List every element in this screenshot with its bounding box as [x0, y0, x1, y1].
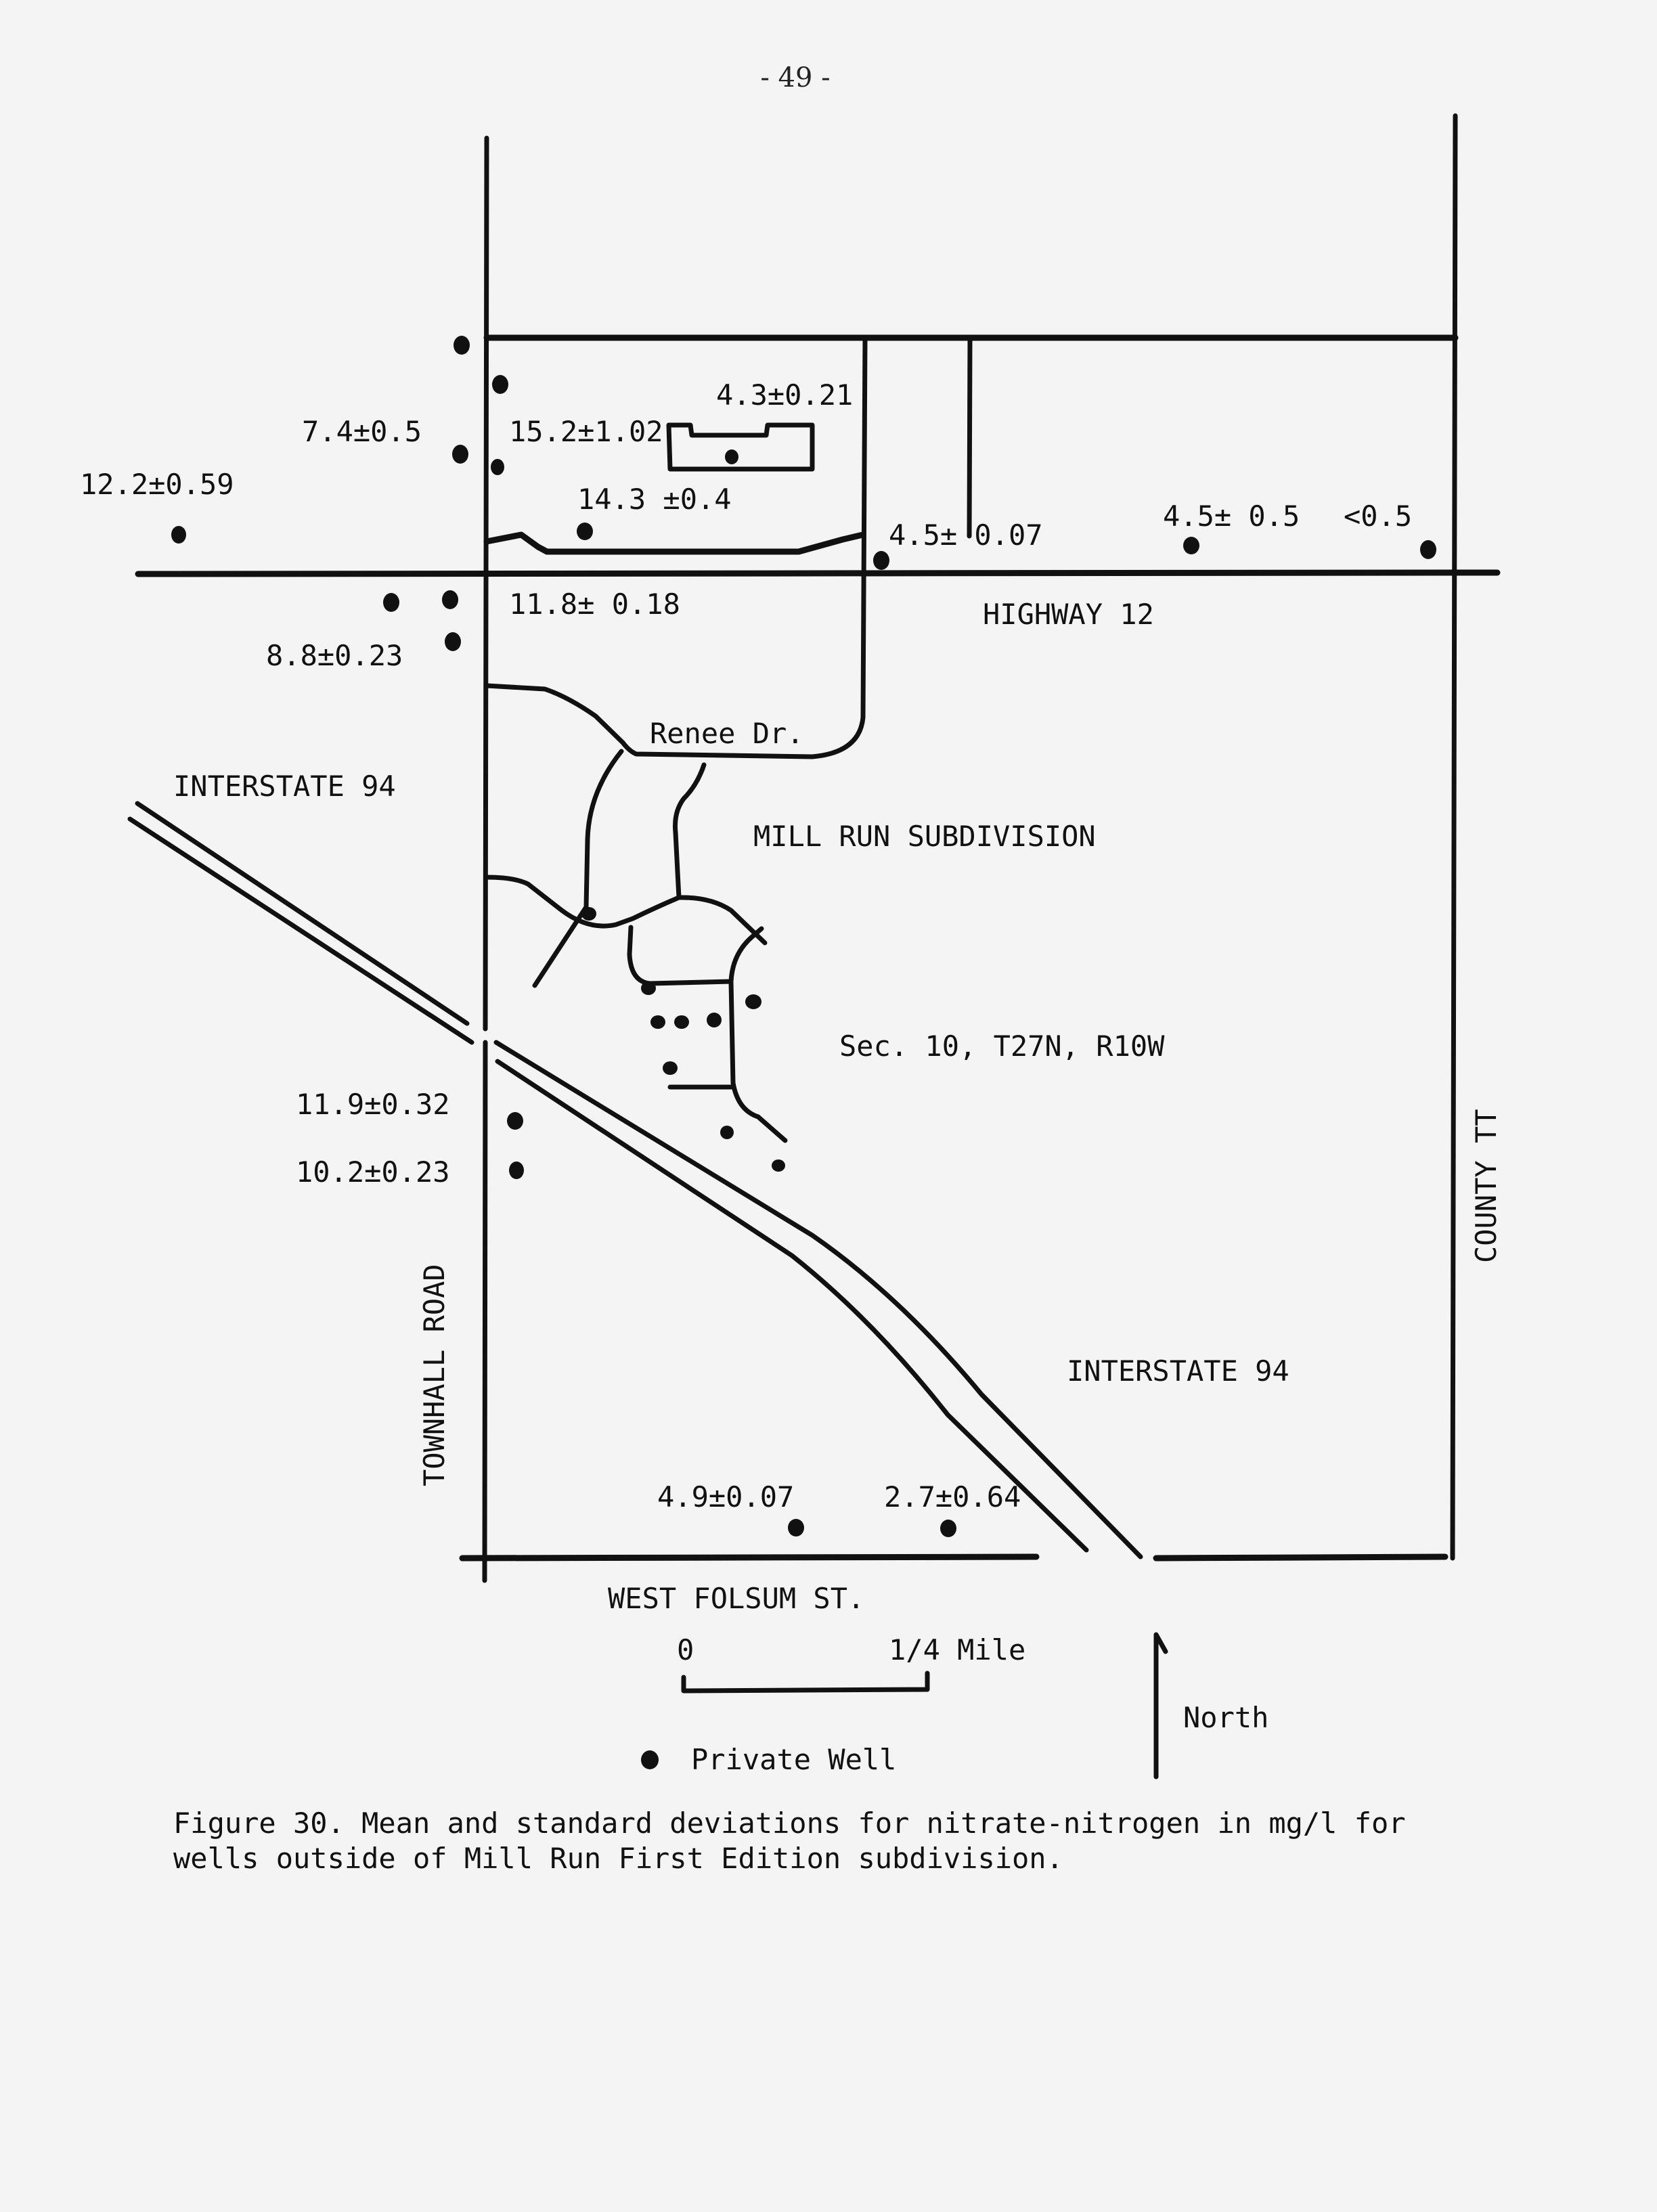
mill-run-east-road — [810, 335, 868, 759]
subdivision-street-4 — [728, 979, 788, 1143]
reading-label: 10.2±0.23 — [296, 1155, 450, 1189]
well-marker[interactable] — [509, 1162, 524, 1179]
west-folsum-line-east — [1153, 1553, 1449, 1562]
county-tt-line — [1450, 113, 1458, 1561]
reading-label: <0.5 — [1344, 500, 1412, 533]
well-marker[interactable] — [720, 1126, 734, 1139]
well-marker[interactable] — [725, 449, 738, 464]
frontage-road — [483, 531, 866, 555]
figure-caption: Figure 30. Mean and standard deviations … — [173, 1806, 1527, 1876]
interstate-94-north-line-east — [493, 1040, 1143, 1560]
page-number: - 49 - — [760, 62, 830, 93]
highway-12-label: HIGHWAY 12 — [983, 598, 1154, 631]
legend: Private Well — [641, 1743, 896, 1776]
caption-line-2: wells outside of Mill Run First Edition … — [173, 1842, 1063, 1875]
well-marker[interactable] — [1420, 540, 1436, 559]
well-marker[interactable] — [171, 526, 186, 544]
reading-label: 15.2±1.02 — [509, 415, 663, 448]
townhall-road-label: TOWNHALL ROAD — [418, 1264, 451, 1486]
interstate-94-south-line-west — [127, 816, 474, 1045]
private-well-icon — [641, 1750, 659, 1769]
well-marker[interactable] — [492, 375, 508, 394]
legend-private-well-label: Private Well — [691, 1743, 896, 1776]
section-label: Sec. 10, T27N, R10W — [839, 1030, 1165, 1063]
well-marker[interactable] — [383, 593, 399, 612]
north-label: North — [1183, 1701, 1268, 1734]
well-marker[interactable] — [663, 1061, 678, 1075]
well-marker[interactable] — [577, 523, 593, 540]
west-folsum-line-west — [459, 1553, 1040, 1562]
reading-label: 12.2±0.59 — [80, 468, 234, 501]
well-marker[interactable] — [707, 1013, 722, 1027]
well-marker[interactable] — [940, 1520, 956, 1537]
well-marker[interactable] — [491, 459, 504, 475]
interstate-94-west-label: INTERSTATE 94 — [173, 770, 396, 803]
well-marker[interactable] — [772, 1159, 785, 1172]
county-tt-label: COUNTY TT — [1470, 1109, 1503, 1263]
caption-line-1: Figure 30. Mean and standard deviations … — [173, 1807, 1406, 1840]
well-marker[interactable] — [641, 981, 656, 995]
well-marker[interactable] — [452, 445, 468, 464]
wells — [171, 336, 1436, 1537]
well-marker[interactable] — [650, 1015, 665, 1029]
scale-start-label: 0 — [677, 1633, 694, 1666]
reading-label: 8.8±0.23 — [266, 639, 403, 672]
north-arrow: North — [1153, 1632, 1268, 1779]
subdivision-label: MILL RUN SUBDIVISION — [753, 820, 1096, 853]
reading-label: 4.5± 0.5 — [1163, 500, 1300, 533]
well-marker[interactable] — [674, 1015, 689, 1029]
reading-label: 4.9±0.07 — [657, 1480, 794, 1513]
highway-12-line — [135, 569, 1501, 577]
renee-dr — [484, 683, 815, 759]
scale-bar-line — [681, 1671, 930, 1694]
reading-label: 14.3 ±0.4 — [577, 483, 732, 516]
well-marker[interactable] — [1183, 537, 1199, 554]
scale-bar: 0 1/4 Mile — [677, 1633, 1025, 1694]
interstate-94-north-line-west — [135, 801, 470, 1026]
north-spur-road — [967, 335, 973, 539]
reading-label: 2.7±0.64 — [884, 1480, 1021, 1513]
well-marker[interactable] — [873, 551, 889, 570]
well-marker[interactable] — [454, 336, 470, 355]
interstate-94-south-line-east — [495, 1059, 1089, 1553]
west-folsum-label: WEST FOLSUM ST. — [608, 1582, 864, 1615]
renee-dr-label: Renee Dr. — [650, 717, 804, 750]
well-marker[interactable] — [445, 632, 461, 651]
subdivision-street-3 — [484, 875, 768, 946]
building-outline — [666, 422, 815, 472]
well-marker[interactable] — [788, 1519, 804, 1536]
well-marker[interactable] — [581, 907, 596, 921]
scale-end-label: 1/4 Mile — [889, 1633, 1025, 1666]
subdivision-street-1 — [532, 749, 624, 988]
reading-label: 4.3±0.21 — [716, 378, 853, 412]
reading-label: 11.9±0.32 — [296, 1088, 450, 1121]
reading-label: 11.8± 0.18 — [509, 588, 680, 621]
well-marker[interactable] — [442, 590, 458, 609]
interstate-94-east-label: INTERSTATE 94 — [1067, 1354, 1289, 1388]
well-marker[interactable] — [507, 1112, 523, 1130]
subdivision-street-2 — [673, 762, 707, 900]
well-readings: 12.2±0.59 7.4±0.5 15.2±1.02 4.3±0.21 14.… — [80, 378, 1412, 1513]
reading-label: 4.5± 0.07 — [889, 518, 1043, 552]
subdivision-loop — [627, 925, 764, 986]
townhall-road-line — [482, 135, 489, 1583]
reading-label: 7.4±0.5 — [302, 415, 422, 448]
north-arrow-icon — [1153, 1632, 1168, 1779]
well-marker[interactable] — [745, 994, 761, 1009]
